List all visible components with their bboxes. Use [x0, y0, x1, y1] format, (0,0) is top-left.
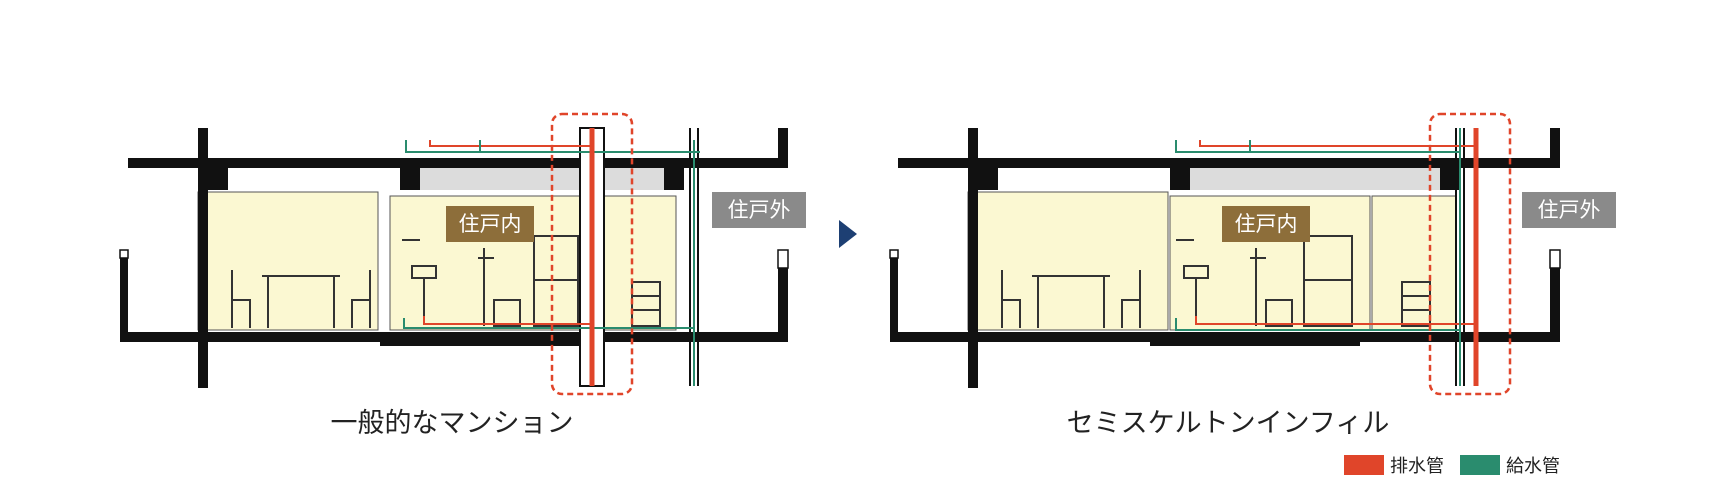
inside-label: 住戸内	[459, 212, 522, 236]
left-exterior-wall	[890, 255, 898, 342]
outside-label: 住戸外	[1538, 198, 1601, 222]
upper-slab	[128, 158, 788, 168]
legend: 排水管 給水管	[1344, 455, 1560, 477]
left-beam-block	[198, 168, 228, 190]
upper-slab	[898, 158, 1560, 168]
outside-tag	[1522, 192, 1616, 228]
pipe-shaft-highlight	[550, 112, 634, 396]
caption-semi-skeleton-infill: セミスケルトンインフィル	[1067, 408, 1390, 439]
left-pillar	[968, 128, 978, 388]
inside-label: 住戸内	[1235, 212, 1298, 236]
diagram-conventional: 住戸内 住戸外 一般的なマンション	[119, 112, 806, 439]
storage-room	[603, 195, 677, 331]
shower	[1250, 248, 1293, 327]
left-beam-block	[968, 168, 998, 190]
ceiling-space	[410, 168, 680, 190]
storage-room	[1371, 195, 1457, 331]
triangle-arrow-icon	[839, 220, 857, 248]
toilet-cabinet	[533, 235, 579, 327]
right-wall-lower	[1550, 268, 1560, 342]
right-beam-block	[664, 168, 684, 190]
supply-pipe-floor	[1175, 318, 1460, 331]
right-wall-upper	[1550, 128, 1560, 168]
legend-label-supply: 給水管	[1506, 456, 1560, 477]
outside-label: 住戸外	[728, 198, 791, 222]
diagram-semi-skeleton-infill: 住戸内 住戸外 セミスケルトンインフィル	[889, 112, 1616, 439]
supply-pipe-floor	[403, 318, 694, 329]
floor-step	[1150, 332, 1360, 346]
shower	[478, 248, 521, 327]
legend-label-drain: 排水管	[1390, 456, 1444, 477]
drain-pipe-floor	[1195, 316, 1474, 325]
washbasin	[402, 239, 437, 318]
right-exterior-cap	[777, 249, 789, 269]
mid-beam-block	[400, 168, 420, 190]
legend-swatch-drain	[1344, 455, 1384, 475]
drain-pipe-ceiling	[1199, 140, 1474, 147]
right-exterior-cap	[1549, 249, 1561, 269]
ceiling-space	[1180, 168, 1450, 190]
supply-pipe-ceiling	[405, 140, 700, 153]
dining-set	[231, 270, 371, 328]
outside-tag	[712, 192, 806, 228]
inside-tag	[1222, 206, 1310, 242]
living-room	[197, 191, 379, 331]
caption-conventional: 一般的なマンション	[331, 408, 574, 439]
mid-beam-block	[1170, 168, 1190, 190]
pipe-shaft-highlight	[1428, 112, 1512, 396]
left-exterior-wall	[120, 255, 128, 342]
washbasin	[1176, 239, 1209, 318]
right-wall-upper	[778, 128, 788, 168]
left-exterior-cap	[119, 249, 129, 259]
right-wall-lower	[778, 268, 788, 342]
drain-pipe-ceiling	[429, 140, 594, 147]
supply-pipe-ceiling	[1175, 140, 1460, 153]
inside-tag	[446, 206, 534, 242]
toilet-cabinet	[1303, 235, 1353, 327]
floor-step	[380, 332, 590, 346]
left-pillar	[198, 128, 208, 388]
legend-swatch-supply	[1460, 455, 1500, 475]
left-exterior-cap	[889, 249, 899, 259]
drain-pipe-floor	[423, 316, 590, 325]
dining-set	[1001, 270, 1141, 328]
living-room	[967, 191, 1169, 331]
shoe-shelf	[1401, 281, 1431, 327]
